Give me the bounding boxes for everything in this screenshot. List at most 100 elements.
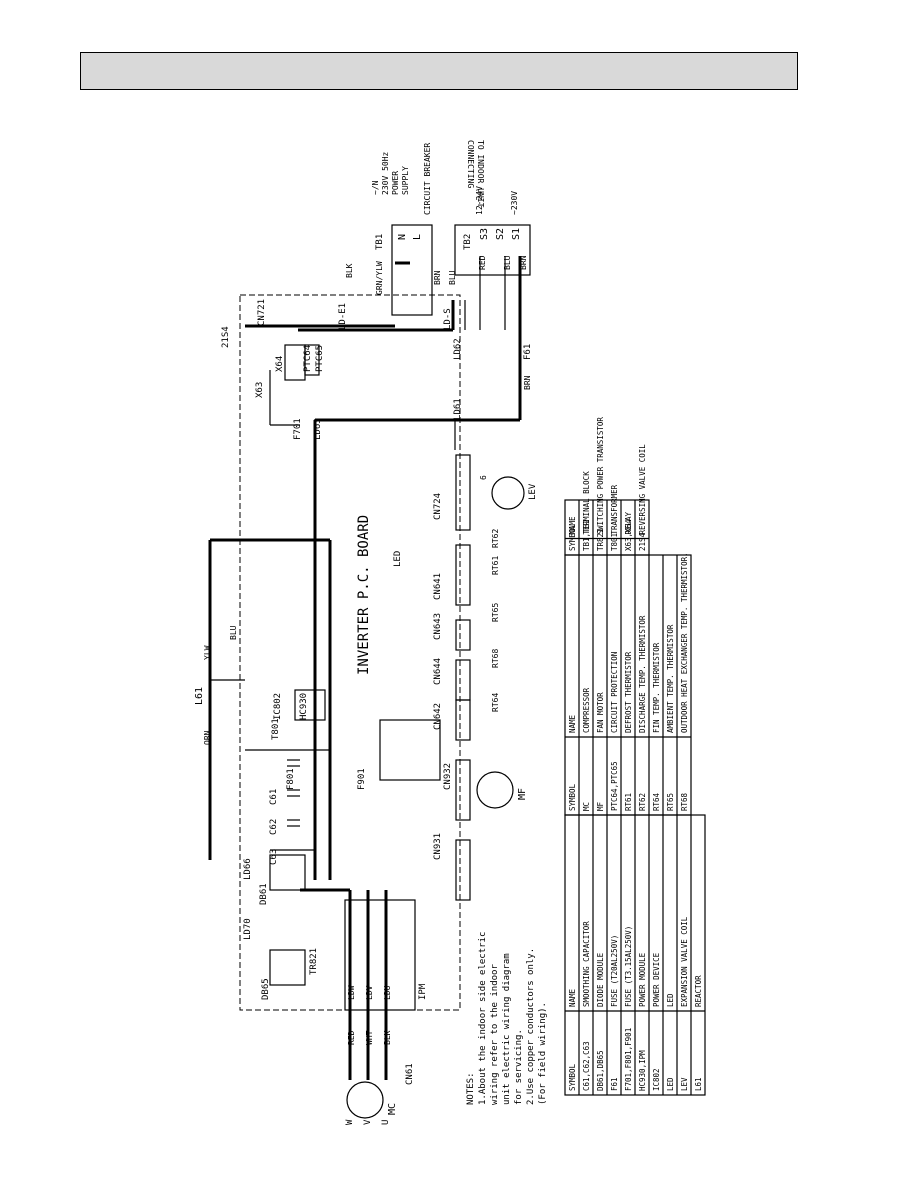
label-wht: WHT (365, 1030, 374, 1045)
label-brn-3: BRN (519, 255, 528, 270)
table-name-cell: NAME (568, 516, 577, 535)
led-label: LED (393, 551, 403, 567)
table-name-cell: FAN MOTOR (596, 692, 605, 733)
table-symbol-cell: L61 (694, 1077, 703, 1091)
label-rt61: RT61 (491, 556, 500, 575)
table-symbol-cell: IC802 (652, 1068, 661, 1091)
label-orn: ORN (203, 730, 212, 745)
table-name-cell: CIRCUIT PROTECTION (610, 652, 619, 733)
label-cn721: CN721 (257, 299, 267, 326)
label-cn61: CN61 (405, 1063, 415, 1085)
label-indoor-0: TO INDOOR UNIT (476, 140, 485, 208)
table-name-cell: POWER MODULE (638, 952, 647, 1007)
fan-motor (476, 771, 514, 809)
table-symbol-cell: PTC64,PTC65 (610, 761, 619, 811)
label-tb1-l: L (412, 234, 423, 240)
label-tr821: TR821 (309, 948, 319, 975)
label-f61: F61 (523, 344, 533, 360)
label-mc-v: V (363, 1119, 373, 1125)
diode-modules (269, 854, 306, 986)
label-cn641: CN641 (433, 573, 443, 600)
table-symbol-cell: SYMBOL (568, 1063, 577, 1091)
label-f701: F701 (293, 418, 303, 440)
table-symbol-cell: DB61,DB65 (596, 1050, 605, 1091)
table-symbol-cell: MF (596, 801, 605, 811)
label-db65: DB65 (261, 978, 271, 1000)
label-brn-2: BRN (433, 270, 442, 285)
label-lev: LEV (528, 483, 538, 500)
label-s1: S1 (511, 228, 522, 240)
power-wiring (208, 256, 522, 880)
table-name-cell: NAME (568, 988, 577, 1007)
table-name-cell: DISCHARGE TEMP. THERMISTOR (638, 615, 647, 733)
terminal-blocks (391, 224, 531, 316)
table-symbol-cell: TR821 (596, 528, 605, 551)
table-symbol-cell: LED (666, 1077, 675, 1091)
label-rt65: RT65 (491, 603, 500, 622)
table-symbol-cell: TB1,TB2 (582, 519, 591, 551)
label-lds: LD-S (443, 308, 453, 330)
label-c63: C63 (269, 849, 279, 865)
label-f801: F801 (286, 768, 296, 790)
table-name-cell: TRANSFORMER (610, 484, 619, 534)
label-rt64: RT64 (491, 693, 500, 712)
label-cn643: CN643 (433, 613, 443, 640)
label-indoor-1: CONNECTING (466, 140, 475, 188)
table-symbol-cell: X63,X64 (624, 519, 633, 551)
label-cn644: CN644 (433, 658, 443, 685)
label-ptc65: PTC65 (315, 345, 325, 372)
table-name-cell: NAME (568, 714, 577, 733)
table-name-cell: COMPRESSOR (582, 687, 591, 733)
label-blk-2: BLK (345, 263, 354, 278)
label-cn932: CN932 (443, 763, 453, 790)
table-name-cell: REACTOR (694, 975, 703, 1007)
label-ld70: LD70 (243, 918, 253, 940)
label-cn931: CN931 (433, 833, 443, 860)
label-supply-2: POWER (391, 171, 400, 195)
label-hc930: HC930 (299, 693, 309, 720)
label-rt68: RT68 (491, 649, 500, 668)
label-mc-u: U (381, 1120, 391, 1125)
table-symbol-cell: HC930,IPM (638, 1050, 647, 1091)
table-symbol-cell: 21S4 (638, 532, 647, 551)
label-ldu: LDU (383, 985, 392, 1000)
lev-motor (491, 476, 525, 510)
table-symbol-cell: SYMBOL (568, 783, 577, 811)
label-blu-1: BLU (229, 625, 238, 640)
label-ld66: LD66 (243, 858, 253, 880)
connector-blocks (455, 454, 471, 901)
label-blu-3: BLU (503, 255, 512, 270)
label-mc: MC (387, 1103, 398, 1115)
capacitors (270, 759, 315, 851)
notes-2: wiring refer to the indoor (490, 964, 500, 1105)
table-symbol-cell: C61,C62,C63 (582, 1041, 591, 1091)
label-ptc64: PTC64 (303, 345, 313, 372)
table-name-cell: DIODE MODULE (596, 952, 605, 1007)
notes-6: (For field wiring). (538, 1002, 548, 1105)
table-name-cell: SWITCHING POWER TRANSISTOR (596, 417, 605, 535)
label-ylw: YLW (203, 645, 212, 660)
table-symbol-cell: LEV (680, 1077, 689, 1091)
label-ipm: IPM (418, 983, 428, 1000)
table-symbol-cell: T801 (610, 533, 619, 551)
label-cn642: CN642 (433, 703, 443, 730)
table-name-cell: FUSE (T3.15AL250V) (624, 926, 633, 1007)
table-symbol-cell: MC (582, 802, 591, 811)
label-ldw: LDW (347, 985, 356, 1000)
label-s2: S2 (495, 228, 506, 240)
label-supply-0: ~/N (371, 180, 380, 195)
table-symbol-cell: RT61 (624, 793, 633, 811)
label-ld63: LD63 (313, 418, 323, 440)
hc930-module (379, 719, 441, 781)
label-brn-1: BRN (523, 375, 532, 390)
header-bar (80, 52, 798, 90)
table-name-cell: DEFROST THERMISTOR (624, 651, 633, 733)
table-name-cell: TERMINAL BLOCK (582, 471, 591, 535)
label-f901: F901 (357, 768, 367, 790)
label-blu-2: BLU (448, 270, 457, 285)
label-c62: C62 (269, 819, 279, 835)
label-tb1-n: N (397, 234, 408, 240)
label-21s4: 21S4 (221, 326, 231, 348)
